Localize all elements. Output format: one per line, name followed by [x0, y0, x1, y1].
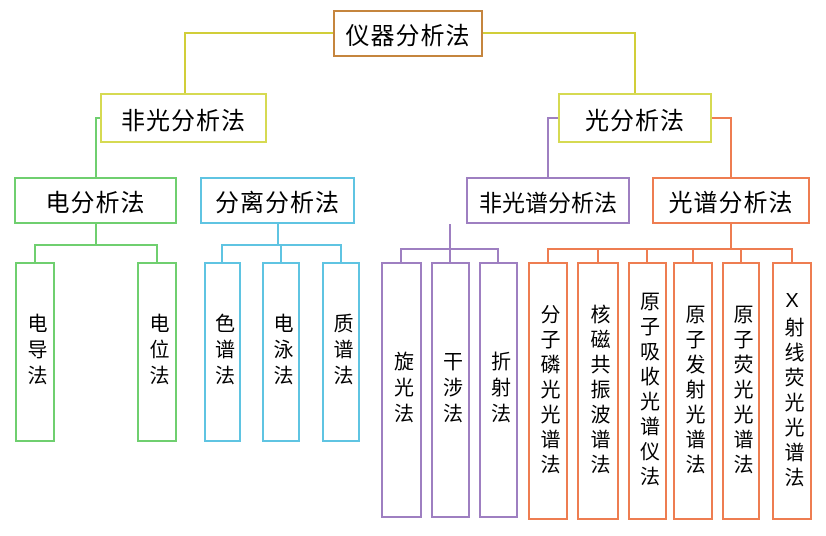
node-instrumental-analysis: 仪器分析法: [333, 10, 483, 57]
node-electro-analysis: 电分析法: [14, 177, 177, 224]
connector-spectro-drop-3: [646, 248, 648, 262]
connector-optical-nonspectro-v: [547, 117, 549, 177]
connector-root-right-h: [483, 32, 635, 34]
node-atomic-absorption-spectroscopy: 原子吸收光谱仪法: [628, 262, 667, 520]
node-label: 电分析法: [45, 190, 146, 217]
node-chromatography: 色谱法: [204, 262, 241, 442]
connector-optical-spectro-v: [730, 117, 732, 177]
node-label: 原子荧光光谱法: [730, 303, 752, 479]
node-label: 光谱分析法: [668, 190, 794, 217]
connector-nonspectro-drop-2: [449, 248, 451, 262]
node-label: 非光谱分析法: [479, 189, 617, 216]
node-non-optical-analysis: 非光分析法: [100, 93, 267, 143]
node-atomic-emission-spectroscopy: 原子发射光谱法: [673, 262, 713, 520]
node-label: 分子磷光光谱法: [537, 303, 559, 479]
node-polarimetry: 旋光法: [381, 262, 422, 518]
node-label: 光分析法: [585, 107, 685, 135]
node-separation-analysis: 分离分析法: [200, 177, 355, 224]
node-label: 质谱法: [330, 313, 352, 391]
connector-separation-stem: [277, 224, 279, 246]
node-electrophoresis: 电泳法: [262, 262, 300, 442]
connector-spectro-stem: [730, 224, 732, 250]
connector-separation-drop-2: [280, 244, 282, 262]
node-non-spectroscopic-analysis: 非光谱分析法: [466, 177, 630, 224]
connector-spectro-drop-5: [740, 248, 742, 262]
connector-root-right-v: [634, 32, 636, 93]
connector-nonspectro-stem: [449, 224, 451, 250]
connector-nonoptical-electro-h: [95, 117, 101, 119]
connector-nonspectro-drop-3: [497, 248, 499, 262]
node-label: 原子吸收光谱仪法: [636, 291, 659, 491]
connector-electro-drop-2: [156, 244, 158, 262]
connector-nonoptical-electro-v: [95, 117, 97, 177]
node-label: 非光分析法: [121, 107, 246, 135]
connector-spectro-drop-6: [791, 248, 793, 262]
node-label: 干涉法: [439, 351, 462, 429]
connector-optical-nonspectro-h: [547, 117, 559, 119]
node-mass-spectrometry: 质谱法: [322, 262, 360, 442]
node-refractometry: 折射法: [479, 262, 518, 518]
node-conductometry: 电导法: [15, 262, 55, 442]
node-atomic-fluorescence-spectroscopy: 原子荧光光谱法: [722, 262, 760, 520]
node-xray-fluorescence-spectroscopy: X射线荧光光谱法: [772, 262, 812, 520]
connector-nonspectro-drop-1: [400, 248, 402, 262]
connector-spectro-rail: [547, 248, 793, 250]
node-label: 旋光法: [390, 351, 413, 429]
connector-spectro-drop-1: [547, 248, 549, 262]
node-label: 核磁共振波谱法: [587, 303, 609, 479]
node-label: 电位法: [146, 313, 168, 391]
node-label: X射线荧光光谱法: [781, 290, 803, 492]
connector-electro-rail: [34, 244, 158, 246]
node-label: 原子发射光谱法: [682, 303, 704, 479]
node-label: 仪器分析法: [345, 23, 471, 50]
node-optical-analysis: 光分析法: [558, 93, 712, 143]
connector-separation-drop-1: [221, 244, 223, 262]
node-label: 电导法: [24, 313, 46, 391]
connector-electro-drop-1: [34, 244, 36, 262]
connector-spectro-drop-4: [692, 248, 694, 262]
node-label: 色谱法: [211, 313, 234, 391]
connector-root-left-h: [185, 32, 333, 34]
node-spectroscopic-analysis: 光谱分析法: [652, 177, 810, 224]
node-potentiometry: 电位法: [137, 262, 177, 442]
node-label: 分离分析法: [215, 190, 340, 217]
node-interferometry: 干涉法: [431, 262, 470, 518]
connector-optical-spectro-h: [711, 117, 731, 119]
node-label: 折射法: [487, 351, 510, 429]
connector-root-left-v: [184, 32, 186, 93]
connector-spectro-drop-2: [597, 248, 599, 262]
connector-separation-drop-3: [340, 244, 342, 262]
connector-electro-stem: [95, 224, 97, 246]
node-molecular-phosphorescence-spectroscopy: 分子磷光光谱法: [528, 262, 568, 520]
node-nmr-spectroscopy: 核磁共振波谱法: [577, 262, 619, 520]
node-label: 电泳法: [270, 313, 292, 391]
